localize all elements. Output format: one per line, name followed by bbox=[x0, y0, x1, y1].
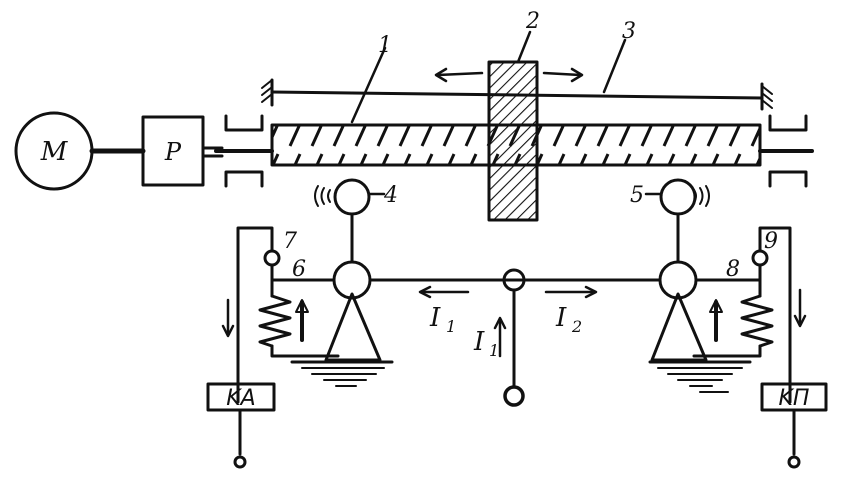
current-label-right-sub: 2 bbox=[571, 317, 582, 336]
callout-7: 7 bbox=[283, 229, 297, 254]
motor-label: M bbox=[40, 137, 69, 167]
right-spring bbox=[740, 294, 774, 348]
right-ground bbox=[648, 360, 752, 393]
left-contact-7 bbox=[263, 249, 281, 267]
left-limit-ball bbox=[333, 178, 371, 216]
carriage-motion-arrows bbox=[434, 67, 584, 83]
left-ground bbox=[290, 360, 394, 387]
callout-4: 4 bbox=[383, 183, 398, 208]
right-lever-mechanism bbox=[644, 178, 752, 393]
relay-ka-label: KA bbox=[226, 386, 255, 411]
central-input bbox=[502, 268, 526, 407]
current-label-left-sub: 1 bbox=[446, 317, 456, 336]
callout-1: 1 bbox=[378, 33, 392, 58]
right-circuit: KП bbox=[692, 226, 828, 469]
reducer: P bbox=[141, 115, 205, 187]
left-circuit: KA bbox=[206, 226, 340, 469]
right-limit-ball bbox=[659, 178, 697, 216]
relay-kp-label: KП bbox=[779, 386, 810, 411]
motor: M bbox=[14, 111, 94, 191]
left-terminal bbox=[233, 455, 247, 469]
left-wall-hatch bbox=[261, 79, 273, 103]
callout-leader-2 bbox=[516, 30, 532, 64]
current-arrow-input bbox=[493, 316, 507, 358]
left-bearing bbox=[214, 114, 274, 188]
current-arrow-right bbox=[544, 285, 598, 299]
right-wall-hatch bbox=[761, 85, 773, 109]
current-label-input-sub: 1 bbox=[489, 341, 499, 360]
callout-2: 2 bbox=[525, 9, 540, 34]
nut-carriage bbox=[487, 60, 539, 222]
callout-5: 5 bbox=[630, 183, 644, 208]
current-label-input: I bbox=[473, 327, 485, 357]
callout-9: 9 bbox=[764, 229, 778, 254]
left-spring bbox=[258, 294, 292, 348]
current-arrow-left bbox=[418, 285, 470, 299]
callout-leader-3 bbox=[602, 38, 627, 94]
current-label-left: I bbox=[429, 303, 441, 333]
callout-6: 6 bbox=[292, 257, 306, 282]
callout-leader-1 bbox=[350, 46, 387, 124]
callout-8: 8 bbox=[726, 257, 740, 282]
reducer-label: P bbox=[164, 138, 182, 166]
right-terminal bbox=[787, 455, 801, 469]
right-bearing bbox=[758, 114, 814, 188]
callout-3: 3 bbox=[622, 19, 636, 44]
current-label-right: I bbox=[555, 303, 567, 333]
